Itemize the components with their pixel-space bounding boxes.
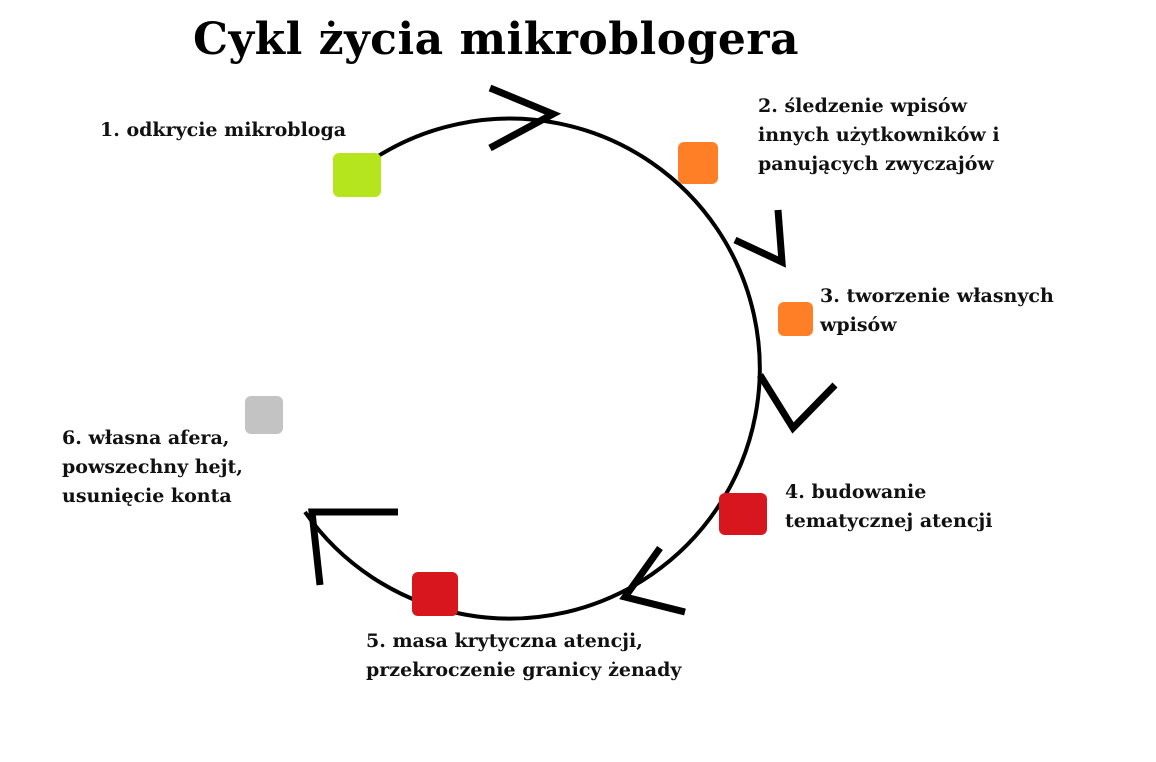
stage-6-label: 6. własna afera, powszechny hejt, usunię… xyxy=(62,427,243,507)
stage-4-marker xyxy=(719,493,767,535)
stage-6-marker xyxy=(245,396,283,434)
stage-5-marker xyxy=(412,572,458,616)
stage-1-label: 1. odkrycie mikrobloga xyxy=(100,119,347,141)
stage-4-label: 4. budowanie tematycznej atencji xyxy=(785,481,993,532)
stage-3-label: 3. tworzenie własnych wpisów xyxy=(820,285,1054,336)
diagram-title: Cykl życia mikroblogera xyxy=(193,14,800,65)
stage-2-marker xyxy=(678,142,718,184)
stage-3-marker xyxy=(778,302,813,336)
arrow-right-upper xyxy=(733,209,786,268)
arrow-bottom xyxy=(619,545,686,616)
arrow-right-lower xyxy=(757,373,838,434)
stage-2-label: 2. śledzenie wpisów innych użytkowników … xyxy=(758,95,1000,175)
arrow-left xyxy=(308,508,398,586)
arrow-top xyxy=(488,84,562,152)
stage-1-marker xyxy=(333,153,381,197)
stage-5-label: 5. masa krytyczna atencji, przekroczenie… xyxy=(366,630,682,681)
